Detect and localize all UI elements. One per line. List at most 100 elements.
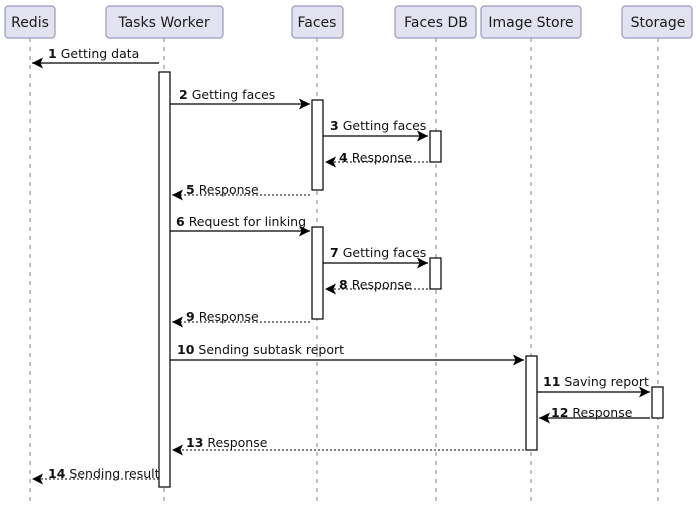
- message-12[interactable]: 12 Response: [539, 405, 650, 424]
- message-10[interactable]: 10 Sending subtask report: [170, 342, 524, 366]
- message-1[interactable]: 1 Getting data: [32, 46, 159, 69]
- message-number-6: 6: [176, 214, 185, 229]
- message-4[interactable]: 4 Response: [325, 150, 428, 168]
- participant-redis[interactable]: Redis: [4, 5, 56, 39]
- message-8[interactable]: 8 Response: [325, 277, 428, 295]
- message-label-3: 3 Getting faces: [330, 118, 426, 133]
- message-number-8: 8: [339, 277, 348, 292]
- message-body-6: Request for linking: [189, 214, 306, 229]
- arrowhead-icon-14: [32, 473, 43, 485]
- participant-label-storage: Storage: [631, 15, 686, 31]
- message-label-4: 4 Response: [339, 150, 412, 165]
- lifelines-group: [29, 38, 659, 504]
- faces-db-activation-1: [429, 130, 442, 163]
- message-body-14: Sending result: [69, 466, 159, 481]
- message-number-14: 14: [48, 466, 66, 481]
- arrowhead-icon-7: [417, 257, 428, 269]
- message-label-8: 8 Response: [339, 277, 412, 292]
- message-number-9: 9: [186, 309, 195, 324]
- participant-box-redis: [4, 5, 56, 39]
- participant-storage[interactable]: Storage: [621, 5, 693, 39]
- faces-activation-1: [311, 99, 324, 191]
- message-7[interactable]: 7 Getting faces: [323, 245, 428, 269]
- participant-box-storage: [621, 5, 693, 39]
- message-number-2: 2: [179, 87, 188, 102]
- message-6[interactable]: 6 Request for linking: [170, 214, 310, 237]
- message-number-1: 1: [48, 46, 57, 61]
- arrowhead-icon-1: [32, 57, 43, 69]
- arrowhead-icon-5: [172, 189, 183, 201]
- message-number-12: 12: [551, 405, 568, 420]
- image-store-activation: [525, 355, 538, 451]
- faces-db-activation-2: [429, 257, 442, 290]
- message-body-8: Response: [352, 277, 412, 292]
- message-13[interactable]: 13 Response: [172, 435, 524, 456]
- participant-box-image_store: [480, 5, 582, 39]
- message-3[interactable]: 3 Getting faces: [323, 118, 428, 142]
- participant-label-tasks_worker: Tasks Worker: [117, 15, 210, 31]
- message-body-13: Response: [207, 435, 267, 450]
- message-label-10: 10 Sending subtask report: [177, 342, 344, 357]
- message-label-7: 7 Getting faces: [330, 245, 426, 260]
- participant-label-faces_db: Faces DB: [404, 15, 468, 31]
- message-number-7: 7: [330, 245, 339, 260]
- message-body-4: Response: [352, 150, 412, 165]
- message-label-14: 14 Sending result: [48, 466, 160, 481]
- participant-image_store[interactable]: Image Store: [480, 5, 582, 39]
- tasks-worker-activation: [158, 71, 171, 488]
- message-body-5: Response: [199, 182, 259, 197]
- participant-label-image_store: Image Store: [488, 15, 573, 31]
- arrowhead-icon-8: [325, 283, 336, 295]
- message-body-3: Getting faces: [343, 118, 427, 133]
- message-label-9: 9 Response: [186, 309, 259, 324]
- message-label-6: 6 Request for linking: [176, 214, 306, 229]
- activations-group: [158, 71, 664, 488]
- participant-box-faces: [291, 5, 344, 39]
- message-number-3: 3: [330, 118, 339, 133]
- arrowhead-icon-12: [539, 412, 550, 424]
- arrowhead-icon-13: [172, 444, 183, 456]
- message-label-12: 12 Response: [551, 405, 633, 420]
- message-number-4: 4: [339, 150, 348, 165]
- participant-box-tasks_worker: [105, 5, 224, 39]
- participant-label-redis: Redis: [11, 15, 49, 31]
- message-number-10: 10: [177, 342, 195, 357]
- arrowhead-icon-4: [325, 156, 336, 168]
- message-body-11: Saving report: [564, 374, 649, 389]
- message-label-11: 11 Saving report: [543, 374, 649, 389]
- participant-box-faces_db: [394, 5, 477, 39]
- participant-faces[interactable]: Faces: [291, 5, 344, 39]
- message-number-5: 5: [186, 182, 195, 197]
- message-number-13: 13: [186, 435, 203, 450]
- arrowhead-icon-3: [417, 130, 428, 142]
- participant-label-faces: Faces: [298, 15, 337, 31]
- message-body-10: Sending subtask report: [198, 342, 344, 357]
- message-2[interactable]: 2 Getting faces: [170, 87, 310, 110]
- message-11[interactable]: 11 Saving report: [537, 374, 650, 398]
- message-body-1: Getting data: [61, 46, 140, 61]
- message-body-2: Getting faces: [192, 87, 276, 102]
- message-body-9: Response: [199, 309, 259, 324]
- message-label-5: 5 Response: [186, 182, 259, 197]
- message-body-7: Getting faces: [343, 245, 427, 260]
- message-5[interactable]: 5 Response: [172, 182, 310, 201]
- message-body-12: Response: [572, 405, 632, 420]
- participant-faces_db[interactable]: Faces DB: [394, 5, 477, 39]
- storage-activation: [651, 386, 664, 419]
- message-14[interactable]: 14 Sending result: [32, 466, 160, 485]
- arrowhead-icon-10: [513, 354, 524, 366]
- arrowhead-icon-2: [299, 98, 310, 110]
- message-9[interactable]: 9 Response: [172, 309, 310, 328]
- participants-group: Redis Tasks Worker Faces Faces DB Image Stor…: [4, 5, 693, 39]
- message-label-2: 2 Getting faces: [179, 87, 275, 102]
- participant-tasks_worker[interactable]: Tasks Worker: [105, 5, 224, 39]
- faces-activation-2: [311, 226, 324, 320]
- message-label-1: 1 Getting data: [48, 46, 139, 61]
- message-number-11: 11: [543, 374, 560, 389]
- arrowhead-icon-9: [172, 316, 183, 328]
- arrowhead-icon-11: [639, 386, 650, 398]
- arrowhead-icon-6: [299, 225, 310, 237]
